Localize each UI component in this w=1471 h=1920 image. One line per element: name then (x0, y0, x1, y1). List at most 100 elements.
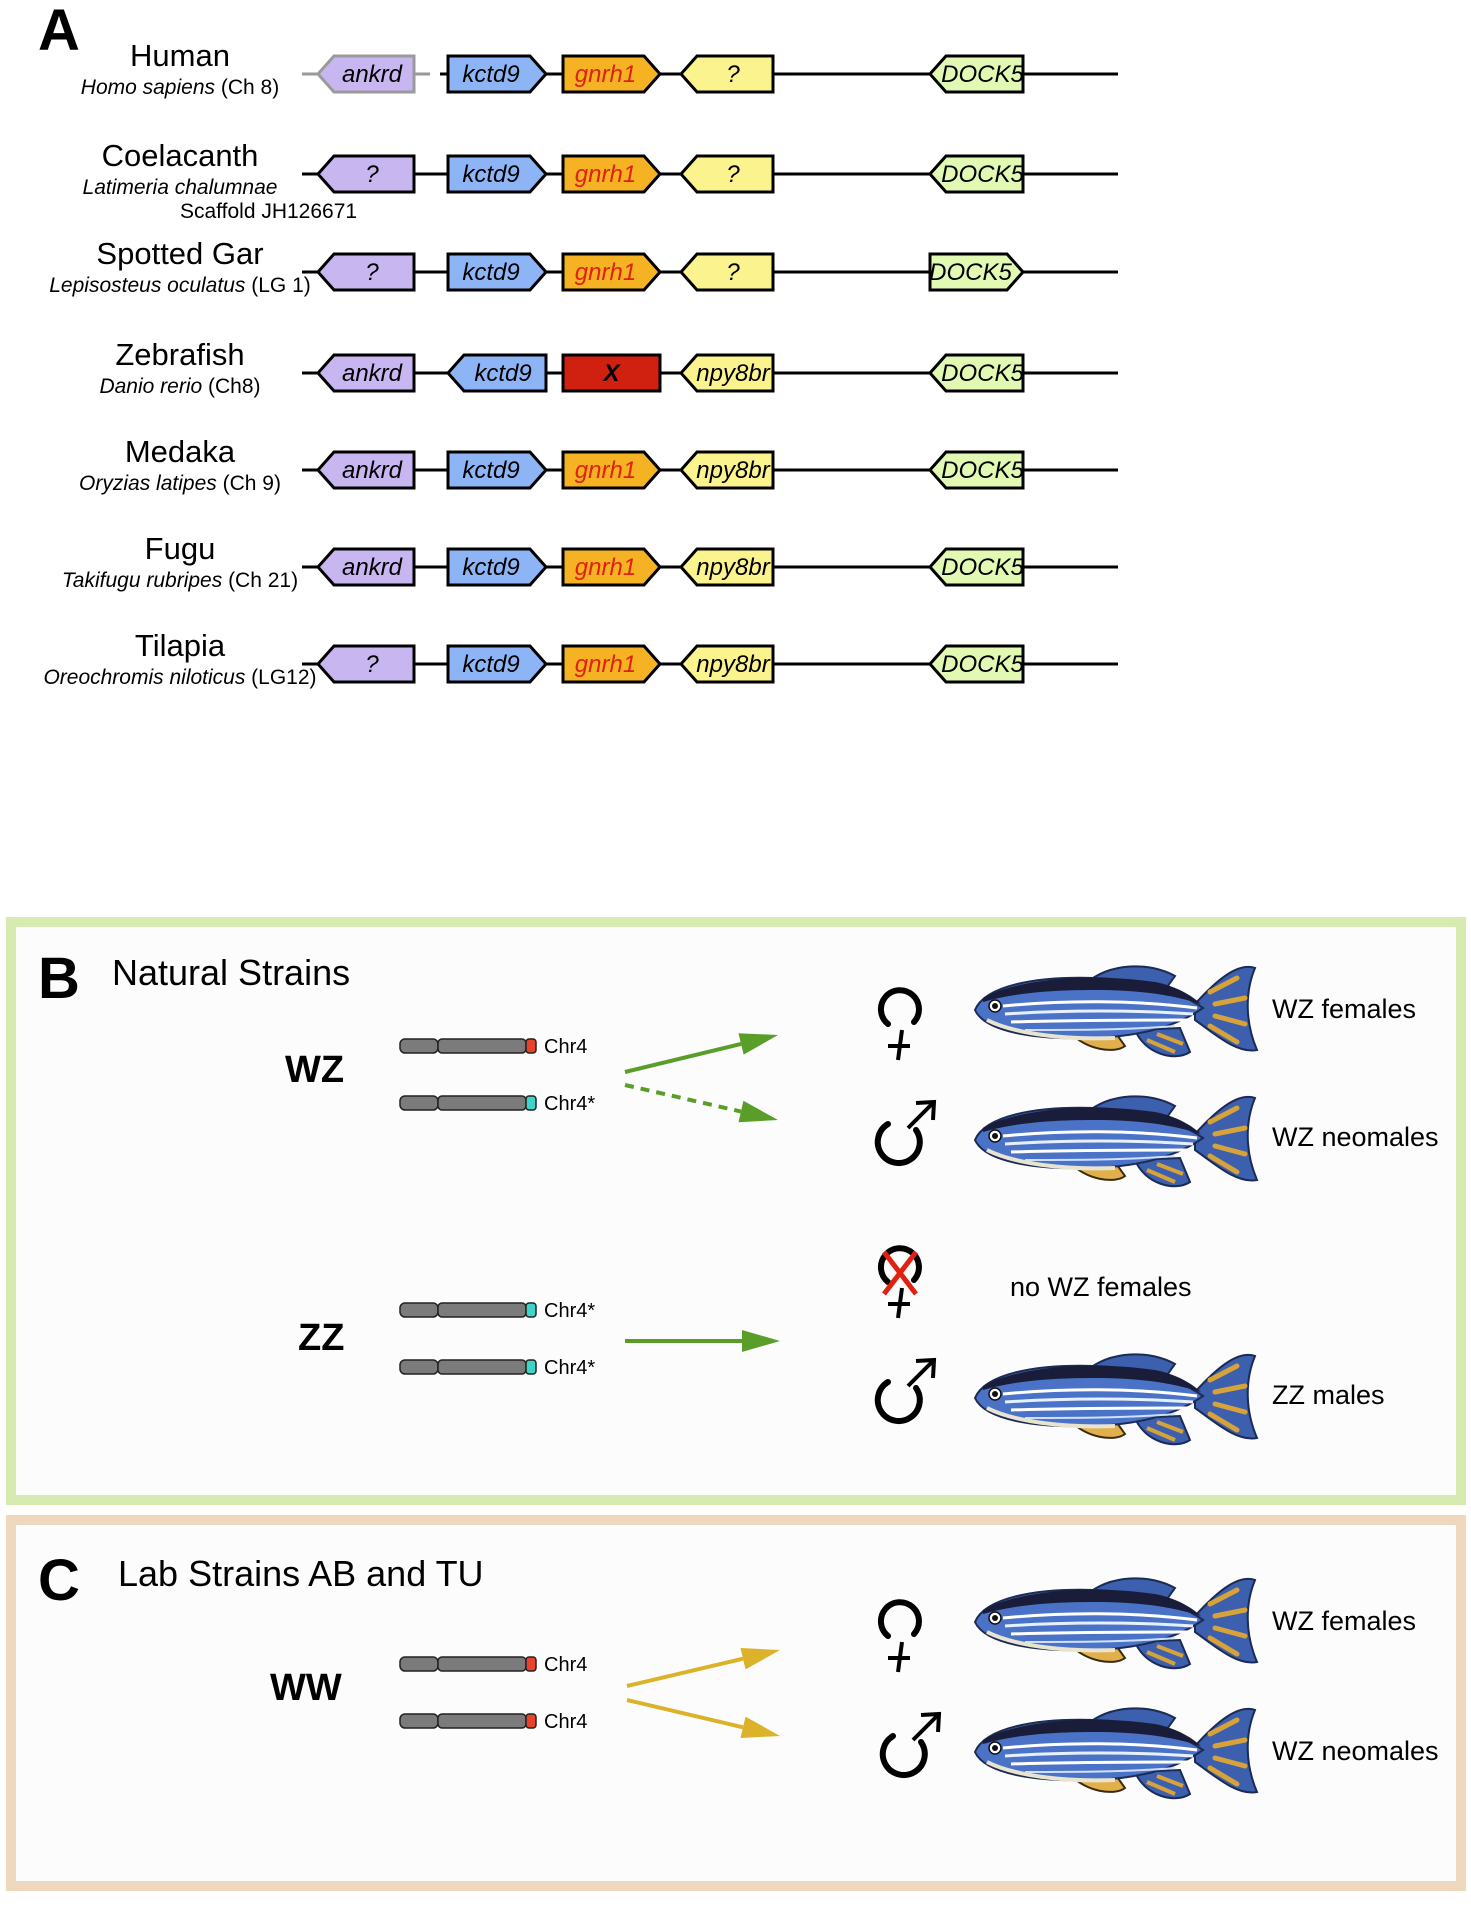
solid-arrow (624, 1033, 778, 1074)
species-latin-name: Takifugu rubripes (Ch 21) (62, 569, 298, 592)
species-common-name: Coelacanth (102, 138, 259, 173)
outcome-label: WZ neomales (1272, 1736, 1439, 1766)
genotype-label: ZZ (298, 1317, 344, 1359)
outcome-label: WZ neomales (1272, 1122, 1439, 1152)
species-common-name: Medaka (125, 434, 236, 469)
gene-arrow (678, 154, 775, 194)
chromosome-label: Chr4* (544, 1300, 595, 1322)
chromosome-arm (437, 1302, 527, 1318)
gene-label: ? (726, 61, 740, 88)
gene-label: npy8br (696, 651, 770, 678)
gene-lost-label: X (601, 360, 621, 387)
gene-arrow (927, 450, 1025, 490)
gene-arrow (927, 644, 1025, 684)
chromosome: Chr4 (399, 1036, 587, 1058)
gene-label: kctd9 (462, 61, 519, 88)
gene-arrow (927, 547, 1025, 587)
male-symbol (874, 1099, 937, 1166)
gene-label: ? (365, 161, 379, 188)
gene-label: gnrh1 (575, 457, 636, 484)
female-symbol (877, 987, 922, 1061)
gene-arrow (928, 252, 1026, 292)
male-symbol (879, 1711, 942, 1778)
chromosome-arm (399, 1038, 439, 1054)
gene-label: DOCK5 (941, 161, 1024, 188)
chromosome: Chr4 (399, 1711, 587, 1733)
species-common-name: Human (130, 38, 230, 73)
gene-label: kctd9 (462, 457, 519, 484)
species-latin-name: Oryzias latipes (Ch 9) (79, 472, 281, 495)
chromosome-arm (437, 1713, 527, 1729)
gene-arrow (678, 353, 775, 393)
gene-arrow (446, 547, 549, 587)
chromosome-label: Chr4 (544, 1036, 587, 1058)
gene-arrow (678, 644, 775, 684)
species-latin-name: Danio rerio (Ch8) (99, 375, 260, 398)
chromosome-arm (399, 1095, 439, 1111)
gene-label: ? (365, 651, 379, 678)
species-common-name: Zebrafish (115, 337, 244, 372)
female-symbol (877, 1599, 922, 1673)
gene-label: ankrd (342, 360, 403, 387)
species-scaffold: Scaffold JH126671 (180, 200, 357, 223)
gene-arrow (561, 154, 663, 194)
gene-arrow (927, 54, 1025, 94)
gene-label: ankrd (342, 457, 403, 484)
gene-arrow (927, 154, 1025, 194)
gene-label: ankrd (342, 554, 403, 581)
solid-arrow (625, 1330, 780, 1352)
species-common-name: Fugu (145, 531, 216, 566)
species-latin-name: Lepisosteus oculatus (LG 1) (49, 274, 311, 297)
male-symbol (874, 1357, 937, 1424)
gene-label: kctd9 (462, 554, 519, 581)
chromosome: Chr4* (399, 1093, 595, 1115)
outcome-label: no WZ females (1010, 1272, 1192, 1302)
panel-b-letter: B (38, 946, 80, 1011)
solid-arrow (626, 1647, 780, 1688)
gene-arrow (678, 54, 775, 94)
gene-arrow (315, 54, 416, 94)
species-common-name: Tilapia (135, 628, 226, 663)
gene-label: ? (365, 259, 379, 286)
chromosome-arm (399, 1359, 439, 1375)
gene-arrow (561, 450, 663, 490)
gene-label: DOCK5 (941, 360, 1024, 387)
gene-arrow (446, 450, 549, 490)
outcome-label: ZZ males (1272, 1380, 1385, 1410)
panel-c-title: Lab Strains AB and TU (118, 1553, 484, 1594)
gene-label: npy8br (696, 360, 770, 387)
chromosome-arm (437, 1656, 527, 1672)
gene-arrow (315, 644, 416, 684)
chromosome-label: Chr4* (544, 1093, 595, 1115)
gene-label: kctd9 (462, 161, 519, 188)
chromosome: Chr4 (399, 1654, 587, 1676)
gene-label: gnrh1 (575, 161, 636, 188)
chromosome-arm (399, 1302, 439, 1318)
chromosome-label: Chr4* (544, 1357, 595, 1379)
female-symbol-crossed (877, 1245, 922, 1319)
gene-arrow (678, 252, 775, 292)
gene-arrow (561, 644, 663, 684)
gene-label: DOCK5 (941, 61, 1024, 88)
chromosome-tip (525, 1038, 537, 1054)
dashed-arrow (624, 1083, 778, 1123)
gene-label: ankrd (342, 61, 403, 88)
gene-label: gnrh1 (575, 554, 636, 581)
gene-label: DOCK5 (941, 651, 1024, 678)
chromosome-tip (525, 1095, 537, 1111)
chromosome-arm (437, 1359, 527, 1375)
chromosome-tip (525, 1359, 537, 1375)
gene-arrow (927, 353, 1025, 393)
cross-line (882, 1250, 918, 1296)
gene-arrow (446, 252, 549, 292)
gene-arrow (445, 353, 548, 393)
gene-label: npy8br (696, 554, 770, 581)
gene-arrow (561, 54, 663, 94)
gene-arrow (678, 547, 775, 587)
